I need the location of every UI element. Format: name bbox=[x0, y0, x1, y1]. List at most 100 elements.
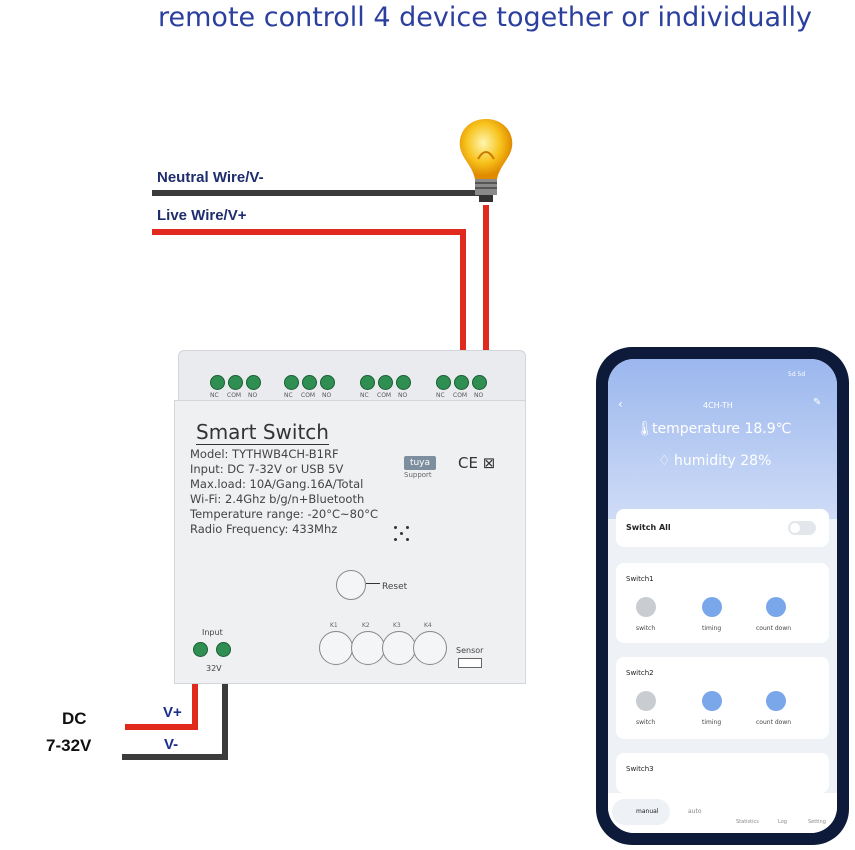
vminus-wire bbox=[122, 754, 228, 760]
terminal-screw bbox=[284, 375, 299, 390]
bottom-nav: manual auto Statistics Log Setting bbox=[608, 793, 837, 833]
app-title: 4CH-TH bbox=[703, 401, 733, 410]
switch2-countdown-label: count down bbox=[756, 719, 792, 726]
terminal-label: NO bbox=[474, 392, 484, 399]
neutral-wire bbox=[152, 190, 482, 196]
switch1-countdown-label: count down bbox=[756, 625, 792, 632]
sensor-port bbox=[458, 658, 482, 668]
switch2-switch-label: switch bbox=[636, 719, 656, 726]
switch2-power-icon[interactable] bbox=[636, 691, 656, 711]
terminal-screw bbox=[454, 375, 469, 390]
terminal-screw bbox=[378, 375, 393, 390]
switch1-countdown-icon[interactable] bbox=[766, 597, 786, 617]
switch1-label: Switch1 bbox=[626, 575, 654, 583]
switch2-timing-icon[interactable] bbox=[702, 691, 722, 711]
vminus-label: V- bbox=[164, 736, 179, 753]
k2-button[interactable] bbox=[351, 631, 385, 665]
terminal-screw bbox=[246, 375, 261, 390]
terminal-label: COM bbox=[453, 392, 468, 399]
smartphone: 5d 5d ‹ 4CH-TH ✎ 🌡 temperature 18.9℃ ♢ h… bbox=[596, 347, 849, 845]
switch-all-toggle[interactable] bbox=[788, 521, 816, 535]
switch3-card: Switch3 bbox=[616, 753, 829, 793]
nav-auto[interactable]: auto bbox=[688, 808, 702, 815]
input-terminal-plus bbox=[193, 642, 208, 657]
back-icon[interactable]: ‹ bbox=[618, 397, 623, 411]
nav-manual[interactable]: manual bbox=[612, 799, 670, 825]
terminal-label: NO bbox=[322, 392, 332, 399]
spec-wifi: Wi-Fi: 2.4Ghz b/g/n+Bluetooth bbox=[190, 492, 365, 506]
terminal-label: COM bbox=[377, 392, 392, 399]
spec-input: Input: DC 7-32V or USB 5V bbox=[190, 462, 344, 476]
switch-all-label: Switch All bbox=[626, 523, 671, 532]
k2-label: K2 bbox=[362, 622, 370, 629]
sensor-label: Sensor bbox=[456, 646, 484, 655]
smart-switch-device: NC COM NO NC COM NO NC COM NO NC COM NO … bbox=[174, 350, 528, 684]
humidity-readout: humidity 28% bbox=[674, 453, 772, 469]
dc-voltage-label: 7-32V bbox=[46, 736, 92, 755]
terminal-label: COM bbox=[301, 392, 316, 399]
edit-icon[interactable]: ✎ bbox=[813, 397, 822, 408]
tuya-badge: tuya bbox=[404, 456, 436, 470]
switch3-label: Switch3 bbox=[626, 765, 654, 773]
spec-temperature: Temperature range: -20°C~80°C bbox=[190, 507, 379, 521]
vminus-wire-drop bbox=[222, 650, 228, 760]
k4-button[interactable] bbox=[413, 631, 447, 665]
app-header bbox=[608, 359, 837, 519]
speaker-grille-icon bbox=[394, 526, 410, 542]
switch2-label: Switch2 bbox=[626, 669, 654, 677]
tuya-support-label: Support bbox=[404, 471, 432, 479]
terminal-screw bbox=[436, 375, 451, 390]
k3-label: K3 bbox=[393, 622, 401, 629]
nav-statistics[interactable]: Statistics bbox=[736, 819, 759, 825]
vplus-wire-drop bbox=[192, 650, 198, 730]
switch2-timing-label: timing bbox=[702, 719, 722, 726]
nav-setting[interactable]: Setting bbox=[808, 819, 826, 825]
switch1-timing-icon[interactable] bbox=[702, 597, 722, 617]
input-terminal-minus bbox=[216, 642, 231, 657]
status-bar: 5d 5d bbox=[788, 371, 806, 378]
k4-label: K4 bbox=[424, 622, 432, 629]
vplus-label: V+ bbox=[163, 704, 182, 721]
live-wire bbox=[152, 229, 466, 235]
neutral-wire-label: Neutral Wire/V- bbox=[157, 169, 264, 186]
terminal-screw bbox=[360, 375, 375, 390]
nav-log[interactable]: Log bbox=[778, 819, 787, 825]
switch-all-card: Switch All bbox=[616, 509, 829, 547]
thermometer-icon: 🌡 bbox=[636, 421, 654, 437]
light-bulb-icon bbox=[459, 119, 513, 202]
terminal-screw bbox=[320, 375, 335, 390]
terminal-label: NC bbox=[284, 392, 293, 399]
terminal-label: COM bbox=[227, 392, 242, 399]
switch1-switch-label: switch bbox=[636, 625, 656, 632]
device-body bbox=[174, 400, 526, 684]
spec-model: Model: TYTHWB4CH-B1RF bbox=[190, 447, 339, 461]
vplus-wire bbox=[125, 724, 198, 730]
dc-label: DC bbox=[62, 709, 87, 728]
switch2-countdown-icon[interactable] bbox=[766, 691, 786, 711]
terminal-screw bbox=[210, 375, 225, 390]
terminal-screw bbox=[472, 375, 487, 390]
live-wire-drop bbox=[460, 229, 466, 379]
phone-screen: 5d 5d ‹ 4CH-TH ✎ 🌡 temperature 18.9℃ ♢ h… bbox=[608, 359, 837, 833]
input-label: Input bbox=[202, 628, 223, 637]
terminal-screw bbox=[228, 375, 243, 390]
reset-label: Reset bbox=[382, 582, 408, 592]
switch1-power-icon[interactable] bbox=[636, 597, 656, 617]
temperature-readout: temperature 18.9℃ bbox=[652, 421, 792, 437]
switch2-card: Switch2 switch timing count down bbox=[616, 657, 829, 739]
spec-max-load: Max.load: 10A/Gang.16A/Total bbox=[190, 477, 364, 491]
headline: remote controll 4 device together or ind… bbox=[158, 2, 812, 33]
k1-button[interactable] bbox=[319, 631, 353, 665]
nav-manual-label: manual bbox=[636, 808, 659, 815]
terminal-label: NC bbox=[360, 392, 369, 399]
switch1-card: Switch1 switch timing count down bbox=[616, 563, 829, 643]
k3-button[interactable] bbox=[382, 631, 416, 665]
terminal-screw bbox=[302, 375, 317, 390]
device-title: Smart Switch bbox=[196, 420, 329, 445]
terminal-label: NC bbox=[210, 392, 219, 399]
terminal-label: NC bbox=[436, 392, 445, 399]
ce-mark: CE ⊠ bbox=[458, 454, 496, 472]
reset-button[interactable] bbox=[336, 570, 366, 600]
switch1-timing-label: timing bbox=[702, 625, 722, 632]
terminal-label: NO bbox=[248, 392, 258, 399]
